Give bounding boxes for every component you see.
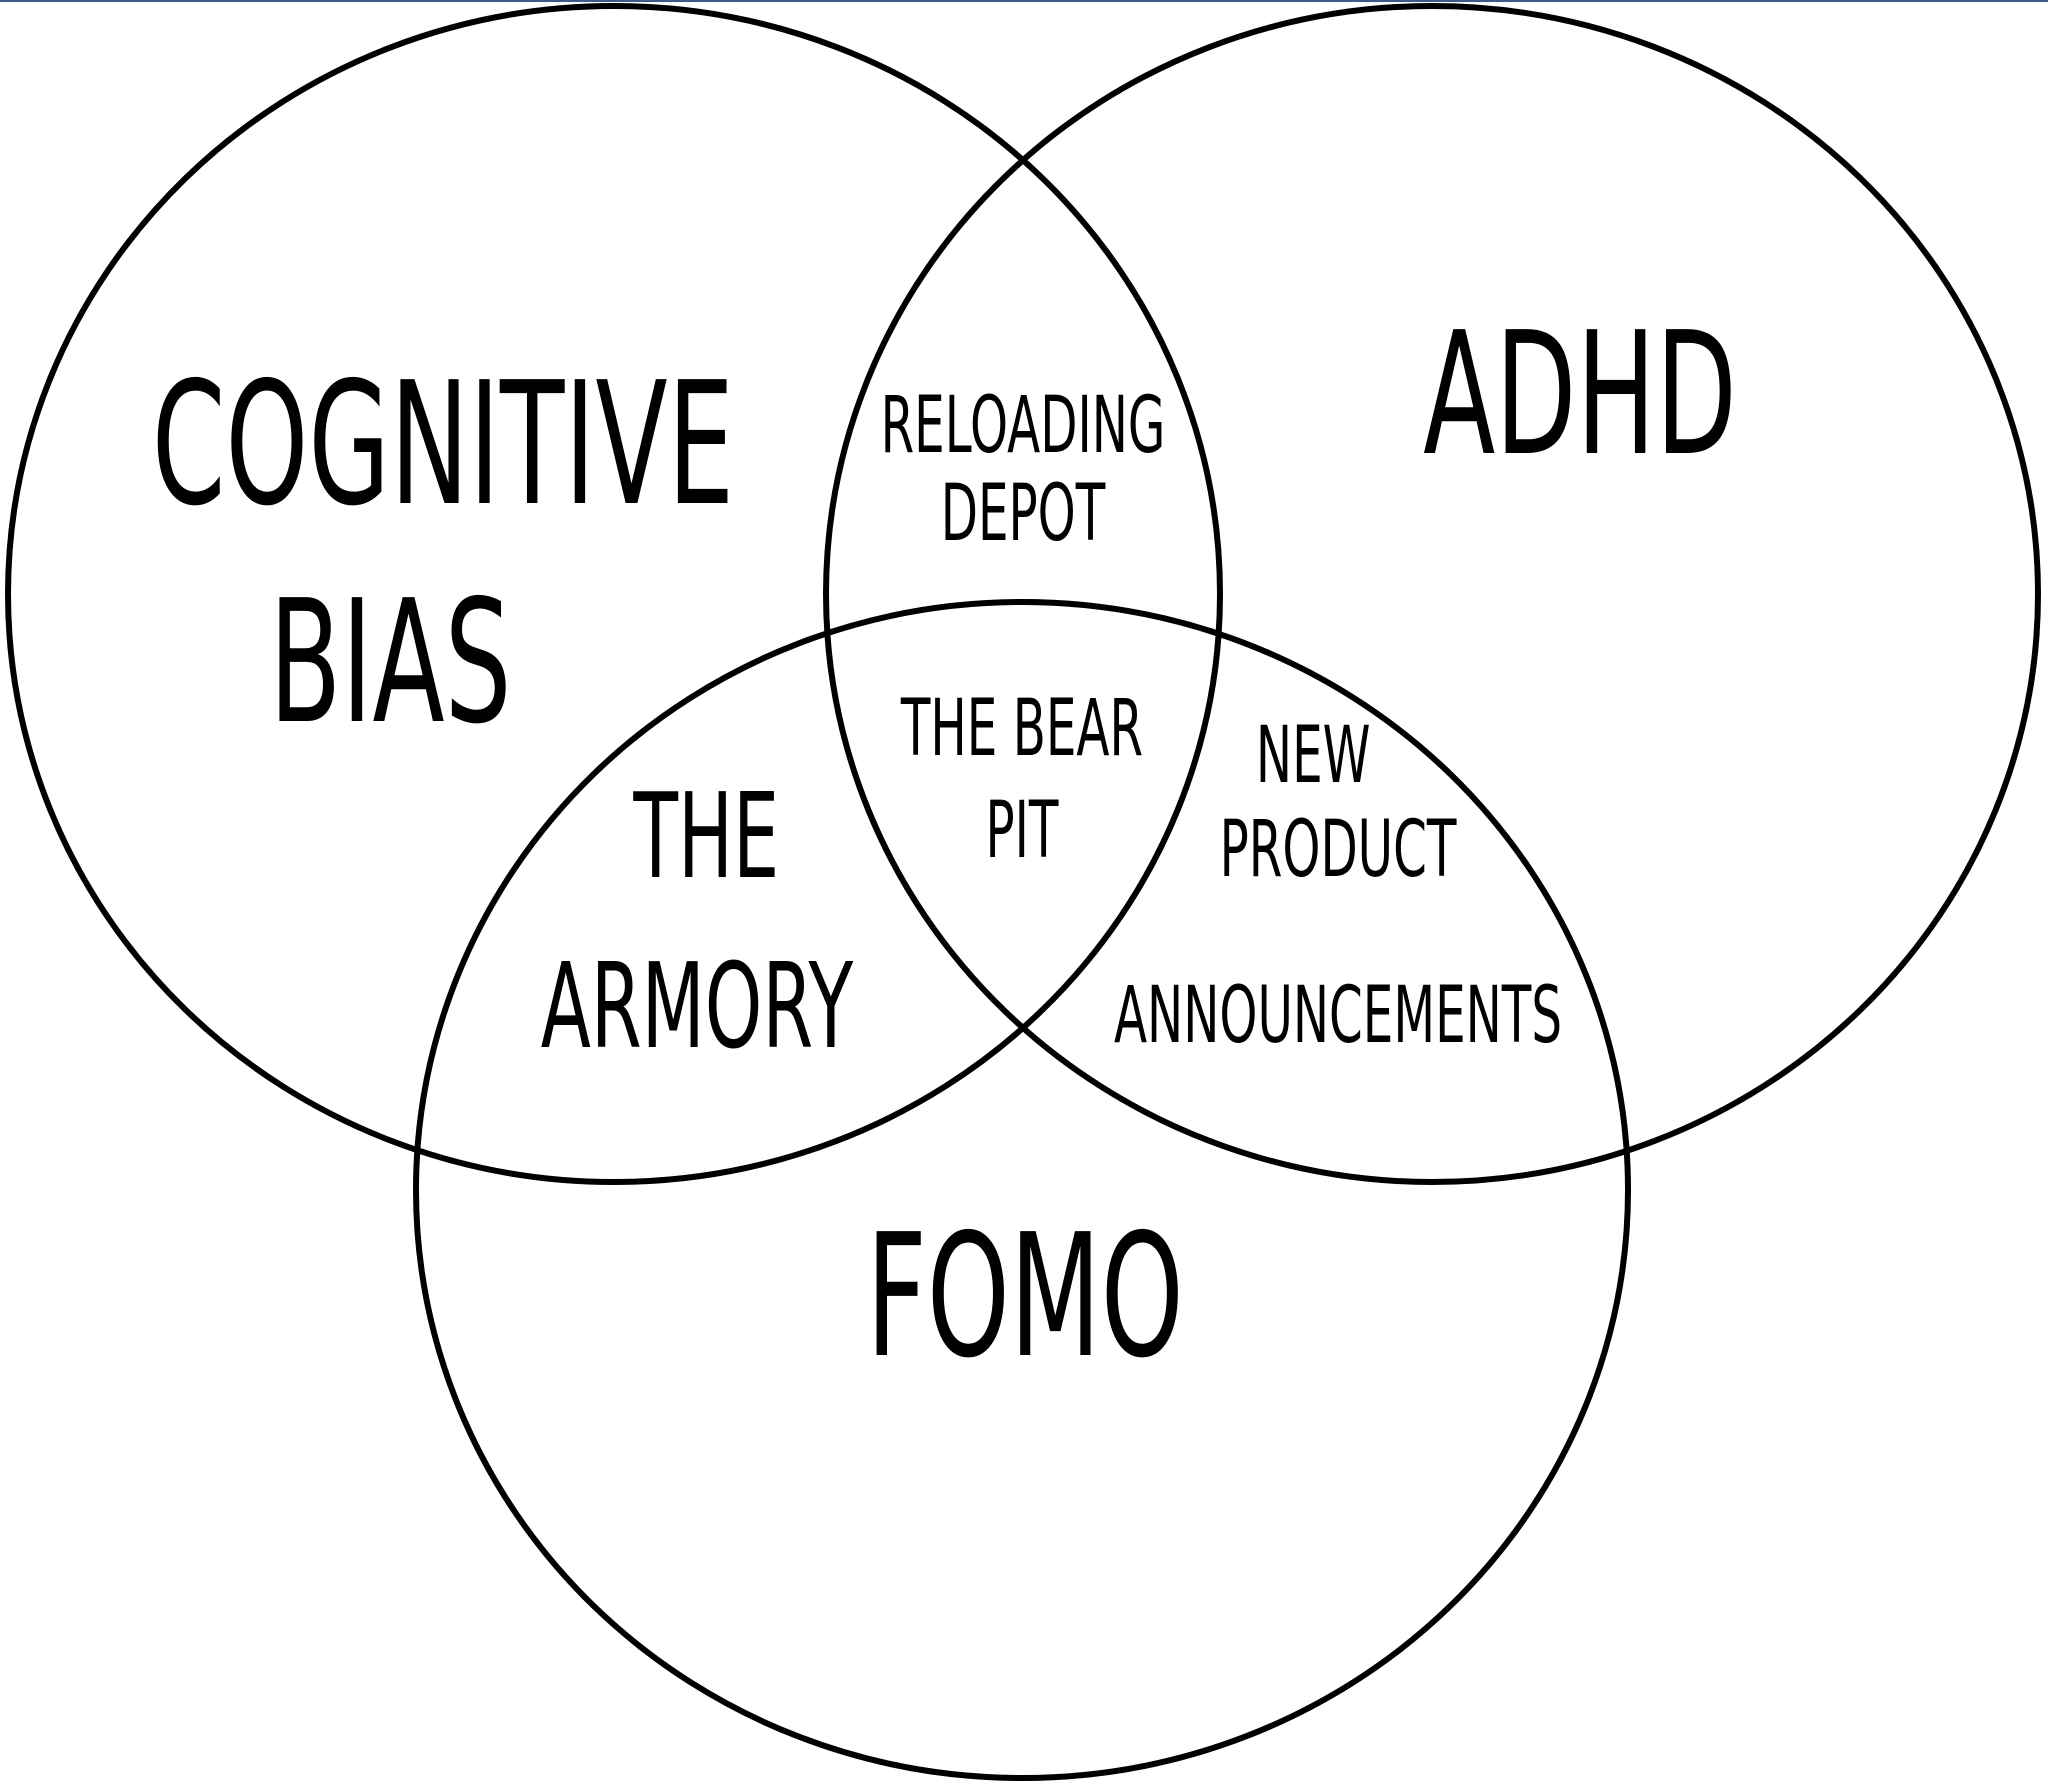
label-line: ANNOUNCEMENTS <box>1113 971 1563 1061</box>
circle-fomo <box>413 599 1631 1781</box>
label-fomo: FOMO <box>866 1212 1183 1382</box>
label-line: THE BEAR <box>900 684 1144 774</box>
label-the-bear-pit: THE BEAR PIT <box>901 690 1143 870</box>
label-line: PRODUCT <box>1219 805 1457 895</box>
label-cognitive-bias: COGNITIVE BIAS <box>152 360 734 748</box>
label-line: DEPOT <box>940 469 1106 559</box>
label-reloading-depot: RELOADING DEPOT <box>881 387 1166 553</box>
label-line: THE <box>633 767 780 905</box>
label-line: COGNITIVE <box>151 346 735 544</box>
label-new-product-announcements: NEW PRODUCT ANNOUNCEMENTS <box>1114 717 1562 1055</box>
label-line: ARMORY <box>540 937 854 1075</box>
label-line: FOMO <box>866 1198 1184 1396</box>
label-the-armory: THE ARMORY <box>541 777 853 1065</box>
label-line: RELOADING <box>880 381 1166 471</box>
label-line: PIT <box>985 786 1059 876</box>
label-adhd: ADHD <box>1423 310 1737 480</box>
circle-cognitive-bias <box>5 3 1223 1185</box>
label-line: NEW <box>1255 711 1371 801</box>
label-line: BIAS <box>269 564 512 762</box>
label-line: ADHD <box>1423 296 1737 494</box>
circle-adhd <box>823 3 2041 1185</box>
